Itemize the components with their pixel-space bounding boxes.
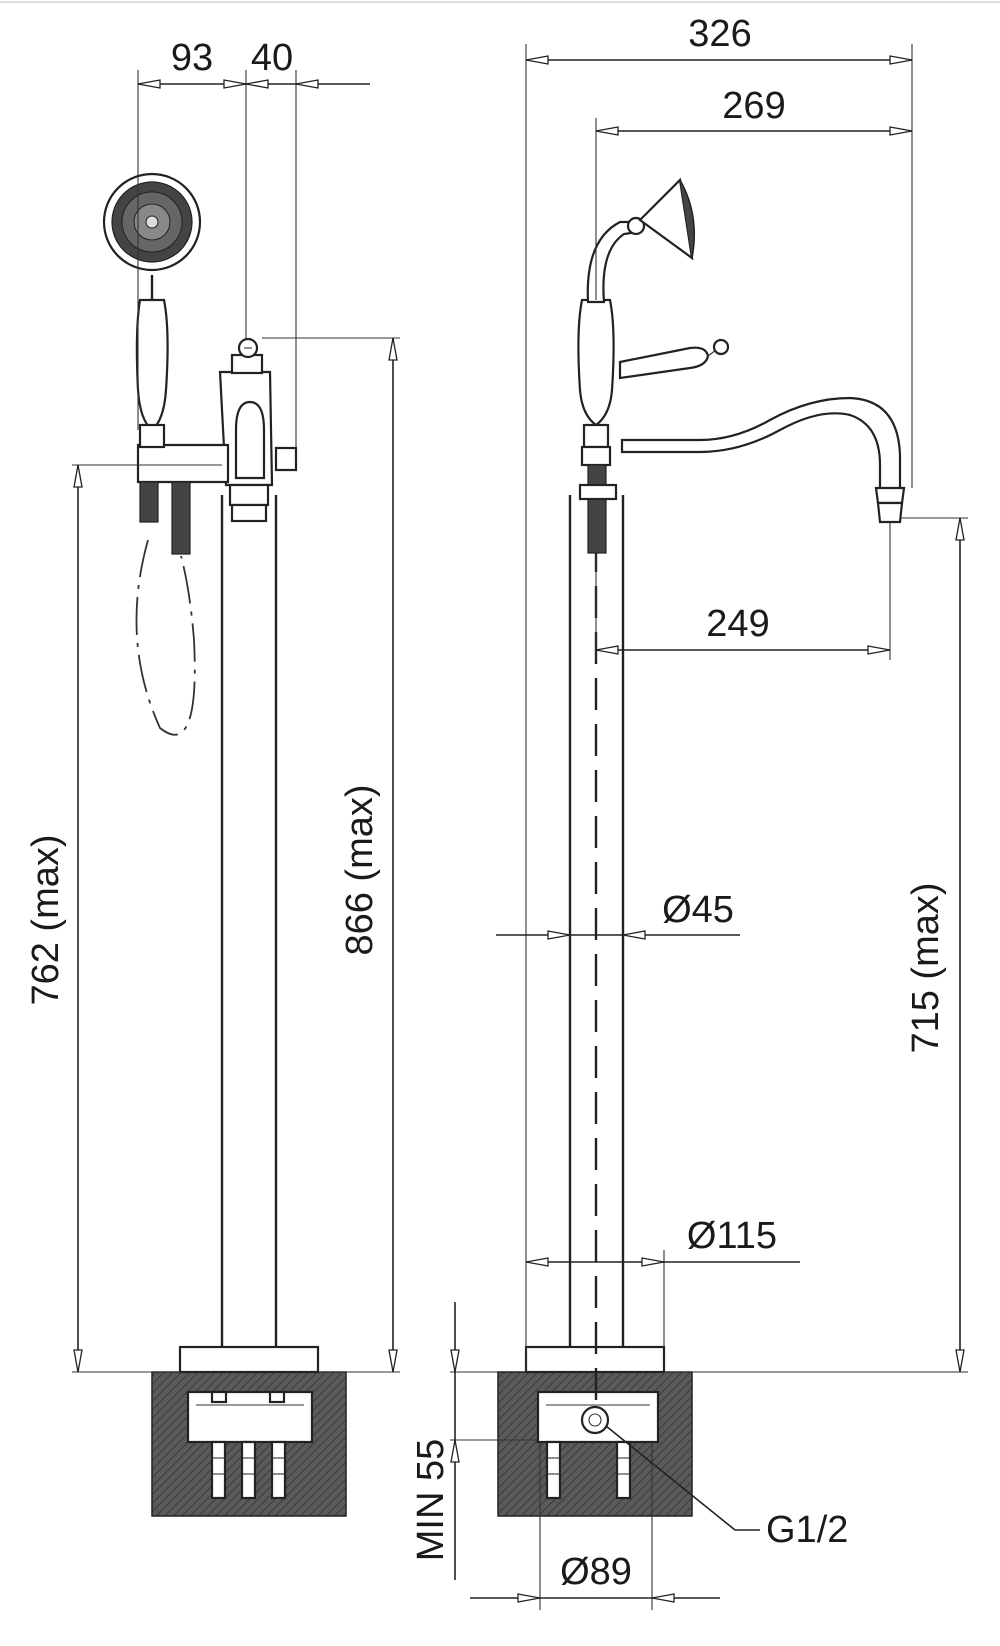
right-shower-handle — [577, 298, 615, 427]
right-spout — [620, 396, 902, 492]
g12-leader — [605, 1425, 760, 1531]
dim-diameter-45: Ø45 — [662, 889, 734, 931]
dim-93: 93 — [171, 37, 213, 79]
thread-label-g12: G1/2 — [766, 1509, 848, 1551]
left-shower-handle — [135, 298, 169, 432]
dim-269: 269 — [722, 85, 785, 127]
left-outlet-arm — [136, 443, 230, 484]
left-base-mount — [186, 1390, 314, 1444]
dim-326: 326 — [688, 13, 751, 55]
left-side-knob — [274, 446, 298, 472]
dim-min-55: MIN 55 — [410, 1439, 452, 1561]
left-hose — [135, 539, 196, 736]
g12-inlet — [580, 1405, 610, 1435]
dim-866-max: 866 (max) — [339, 784, 381, 955]
right-bolt-1 — [545, 1440, 562, 1500]
left-bolt-3 — [270, 1440, 287, 1500]
left-floor-flange — [178, 1345, 320, 1374]
dim-40: 40 — [251, 37, 293, 79]
dim-762-max: 762 (max) — [25, 834, 67, 1005]
left-bolt-2 — [240, 1440, 257, 1500]
dim-diameter-89: Ø89 — [560, 1551, 632, 1593]
dim-diameter-115: Ø115 — [687, 1215, 777, 1257]
dim-249: 249 — [706, 603, 769, 645]
left-bolt-1 — [210, 1440, 227, 1500]
right-hose-connector — [587, 464, 607, 554]
right-bolt-2 — [615, 1440, 632, 1500]
dim-715-max: 715 (max) — [905, 882, 947, 1053]
right-view: 326 269 249 715 (max) Ø45 Ø115 — [410, 13, 968, 1610]
left-hose-connector-2 — [171, 481, 191, 555]
right-lever-handle — [618, 346, 710, 380]
left-view: 93 40 762 (max) 866 (max) — [25, 37, 400, 1517]
left-hose-connector-1 — [139, 481, 159, 523]
